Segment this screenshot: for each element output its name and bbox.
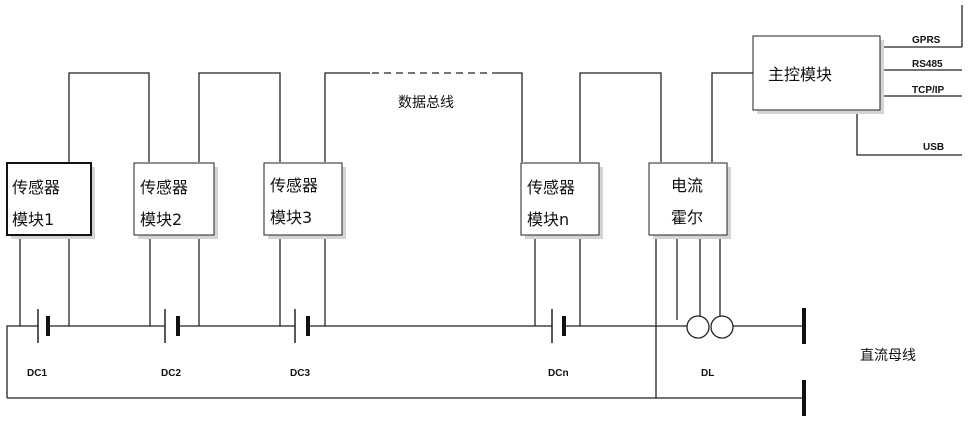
return-terminal — [802, 380, 806, 416]
module-2-line1: 传感器 — [140, 178, 188, 197]
dcn-short-plate — [562, 316, 566, 336]
bus-terminals — [802, 308, 806, 416]
series-terminal — [802, 308, 806, 344]
hall-line1: 电流 — [671, 176, 703, 195]
battery-label-dc2: DC2 — [161, 368, 181, 379]
bus-link-controller — [711, 72, 753, 162]
module-1-line2: 模块1 — [12, 210, 54, 229]
controller-label: 主控模块 — [768, 65, 832, 84]
data-bus-label: 数据总线 — [398, 95, 454, 111]
dc-bus-label: 直流母线 — [860, 347, 916, 364]
module-1-box — [6, 162, 92, 236]
bus-link-3 — [324, 72, 370, 162]
interface-usb: USB — [923, 142, 944, 153]
module-3-line1: 传感器 — [270, 176, 318, 195]
battery-label-dc1: DC1 — [27, 368, 47, 379]
hall-module-box — [648, 162, 728, 236]
dl-coil-left — [686, 315, 710, 339]
battery-label-dc3: DC3 — [290, 368, 310, 379]
battery-label-dcn: DCn — [548, 368, 569, 379]
module-3-box — [263, 162, 343, 236]
interface-tcpip: TCP/IP — [912, 85, 945, 96]
dc2-short-plate — [176, 316, 180, 336]
wires — [6, 5, 963, 399]
bus-link-1 — [68, 72, 150, 162]
dc1-short-plate — [46, 316, 50, 336]
bus-link-2 — [198, 72, 281, 162]
dc3-short-plate — [306, 316, 310, 336]
series-left — [6, 325, 38, 398]
module-2-line2: 模块2 — [140, 210, 182, 229]
current-sensor-label: DL — [701, 368, 714, 379]
controller-box — [752, 35, 881, 111]
interface-rs485: RS485 — [912, 59, 943, 70]
interface-gprs: GPRS — [912, 35, 941, 46]
module-boxes — [6, 35, 884, 239]
module-1-line1: 传感器 — [12, 178, 60, 197]
module-n-line1: 传感器 — [527, 178, 575, 197]
battery-symbols — [37, 309, 566, 343]
module-n-line2: 模块n — [527, 210, 569, 229]
module-3-line2: 模块3 — [270, 208, 312, 227]
usb-line — [856, 112, 962, 156]
dl-coil-right — [710, 315, 734, 339]
module-2-box — [133, 162, 215, 236]
hall-line2: 霍尔 — [671, 208, 703, 227]
bus-link-4 — [495, 72, 523, 162]
bus-link-5 — [579, 72, 662, 162]
module-n-box — [520, 162, 600, 236]
